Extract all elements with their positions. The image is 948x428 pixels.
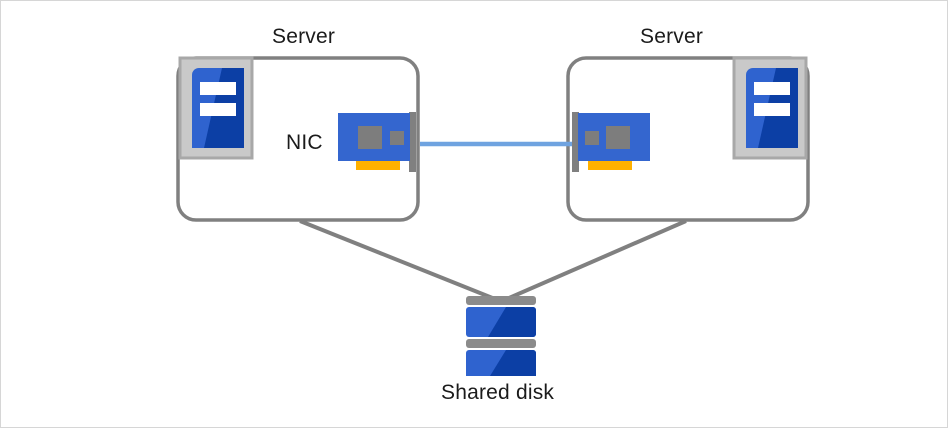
shared-disk-icon[interactable] <box>466 296 536 376</box>
nic-chip-large-left <box>358 126 382 149</box>
tower-body-left <box>192 68 244 148</box>
tower-bar-top-right <box>754 82 790 95</box>
nic-card-left[interactable] <box>338 112 416 172</box>
nic-chip-large-right <box>606 126 630 149</box>
server-left-label: Server <box>272 25 336 48</box>
tower-bar-bottom-left <box>200 103 236 116</box>
disk-platter-bottom <box>466 350 536 376</box>
link-server-right-to-disk <box>501 219 687 303</box>
disk-platter-top <box>466 307 536 337</box>
nic-card-right[interactable] <box>572 112 650 172</box>
tower-body-right <box>746 68 798 148</box>
shared-disk-label: Shared disk <box>441 381 555 404</box>
disk-cap-top <box>466 296 536 305</box>
nic-label: NIC <box>286 131 323 154</box>
nic-connector-left <box>356 160 400 170</box>
nic-chip-small-left <box>390 131 404 145</box>
nic-connector-right <box>588 160 632 170</box>
server-tower-icon-left[interactable] <box>178 56 254 160</box>
tower-bar-bottom-right <box>754 103 790 116</box>
server-tower-icon-right[interactable] <box>732 56 808 160</box>
disk-cap-middle <box>466 339 536 348</box>
server-right-label: Server <box>640 25 704 48</box>
tower-bar-top-left <box>200 82 236 95</box>
nic-chip-small-right <box>585 131 599 145</box>
link-server-left-to-disk <box>299 219 501 303</box>
nic-bracket-left <box>409 112 416 172</box>
nic-bracket-right <box>572 112 579 172</box>
